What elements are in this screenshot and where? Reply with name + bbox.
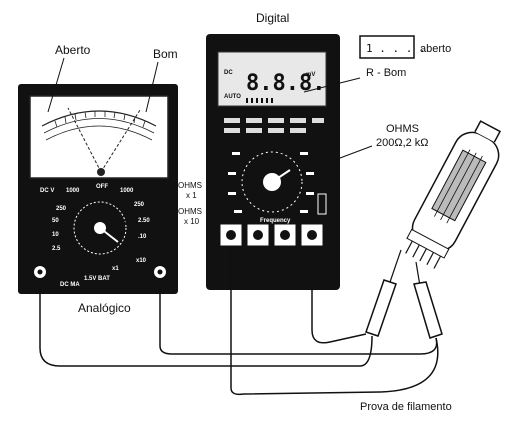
label-ohms-digital: OHMS [386,123,419,135]
tube-pins [405,240,442,269]
label-1000b: 1000 [120,188,134,194]
digital-jack-3[interactable] [280,230,290,240]
digital-multimeter: 8.8.8.8 DC AUTO mV [206,34,340,290]
label-2-50: 2.50 [138,218,150,224]
label-frequency: Frequency [260,218,291,224]
lead-digital-vohm [311,246,367,344]
label-x10: x10 [136,258,147,264]
analog-scale-arc-3 [45,125,153,141]
label-ohms-range: 200Ω,2 kΩ [376,137,429,149]
label-ext-bat: 1.5V BAT [84,276,110,282]
digital-button-2[interactable] [246,118,262,123]
digital-jack-2[interactable] [253,230,263,240]
lead-analog-com [39,278,373,367]
label-1000: 1000 [66,188,80,194]
analog-scale-ticks [54,111,146,128]
test-leads [39,246,439,396]
label-r-bom: R - Bom [366,67,406,79]
callout-r-bom [303,77,361,93]
digital-button-1[interactable] [224,118,240,123]
label-ohms-x1-b: x 1 [186,191,197,200]
probe-right [413,261,443,339]
digital-jacks [219,223,324,247]
analog-multimeter: DC V OFF 1000 1000 250 50 10 2.5 250 2.5… [18,84,178,294]
lcd-mv: mV [306,72,315,78]
label-analogico: Analógico [78,301,131,315]
probe-left [365,249,402,337]
digital-button-6[interactable] [224,128,240,133]
digital-button-8[interactable] [268,128,284,133]
vacuum-tube [405,120,502,269]
label-2-5: 2.5 [52,246,61,252]
selector-pointer [99,227,119,243]
needle-open [67,107,102,173]
needle-pivot [97,168,105,176]
lcd-reading: 8.8.8.8 [246,71,339,96]
label-dc-v: DC V [40,188,54,194]
callout-aberto [47,57,65,113]
analog-scale-arc [41,110,157,127]
label-250: 250 [56,206,67,212]
tube-grid [434,149,483,224]
callout-ohms [291,145,373,177]
label-250b: 250 [134,202,145,208]
digital-button-3[interactable] [268,118,284,123]
digital-button-7[interactable] [246,128,262,133]
digital-jack-com[interactable] [226,230,236,240]
tube-base [406,228,450,259]
label-bom-analog: Bom [153,47,178,61]
label-50: 50 [52,218,59,224]
open-display-reading: 1 . . . . [366,42,426,55]
selector-dial-ring [73,201,127,255]
lcd-dc: DC [224,70,233,76]
label-x1: x1 [112,266,119,272]
digital-button-5[interactable] [312,118,324,123]
open-display-box [359,35,415,59]
label-10b: .10 [138,234,147,240]
callout-lines [47,57,373,225]
lead-analog-plus [159,278,236,355]
digital-buttons [224,118,324,133]
lcd-auto: AUTO [224,94,241,100]
label-off: OFF [96,184,108,190]
label-ohms-x1-a: OHMS [178,181,202,190]
label-dc-ma: DC MA [60,282,80,288]
label-ohms-x10-b: x 10 [184,217,200,226]
tube-tip [474,120,502,143]
label-prova-filamento: Prova de filamento [360,401,452,413]
lcd-bargraph [246,98,273,103]
digital-button-9[interactable] [290,128,306,133]
callout-bom [145,61,159,113]
label-digital: Digital [256,11,289,25]
digital-rotary-pointer [271,169,291,183]
digital-slot [317,193,327,215]
label-aberto-digital: aberto [420,43,451,55]
lead-digital-com [230,246,439,396]
digital-jack-v-ohm[interactable] [307,230,317,240]
analog-meter-window [29,95,169,179]
digital-range-marks [228,152,314,213]
digital-lcd [217,51,327,107]
needle-good [100,109,141,173]
label-ohms-x10-a: OHMS [178,207,202,216]
digital-button-4[interactable] [290,118,306,123]
digital-rotary-ring [241,151,303,213]
callout-ohms-x1 [121,195,177,225]
label-10: 10 [52,232,59,238]
label-aberto-analog: Aberto [55,43,91,57]
analog-scale-arc-2 [43,118,155,134]
